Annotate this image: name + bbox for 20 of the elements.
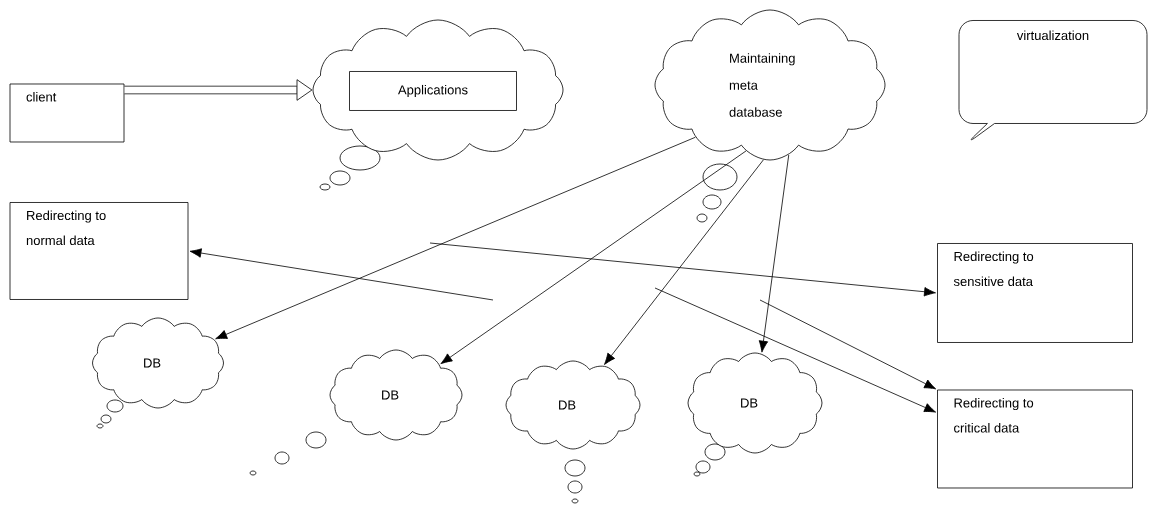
- arrow: [429, 242, 936, 297]
- thought-cloud: DB: [505, 360, 641, 450]
- speech-bubble: virtualization: [958, 20, 1148, 141]
- block-arrow: [124, 79, 313, 101]
- arrow: [654, 287, 937, 413]
- thought-cloud: DB: [329, 349, 463, 441]
- application-box: Applications: [349, 71, 517, 111]
- process-box: Redirecting to sensitive data: [937, 243, 1133, 343]
- client-box: client: [9, 83, 125, 143]
- arrow: [189, 248, 494, 301]
- arrow: [758, 154, 790, 353]
- thought-cloud: DB: [92, 317, 224, 409]
- arrow: [759, 299, 937, 390]
- arrow: [604, 159, 764, 365]
- arrow: [215, 136, 696, 340]
- process-box: Redirecting to normal data: [9, 202, 189, 300]
- process-box: Redirecting to critical data: [937, 389, 1133, 489]
- thought-cloud: DB: [687, 352, 823, 454]
- arrow: [440, 150, 747, 365]
- thought-cloud: Maintaining meta database: [654, 9, 886, 161]
